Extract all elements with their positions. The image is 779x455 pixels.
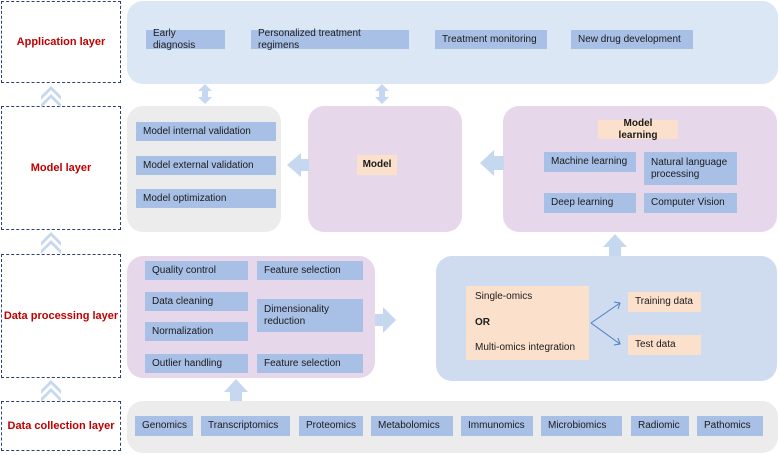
model-layer-text: Model layer [30,162,92,174]
model-layer-label: Model layer [1,106,121,230]
double-arrow-icon-1 [198,84,212,104]
arrow-up-icon-2 [224,379,248,401]
test-data: Test data [628,335,701,355]
application-layer-text: Application layer [16,36,106,48]
processing-layer-label: Data processing layer [1,254,121,378]
arrow-left-icon-2 [480,150,504,176]
feature-selection-bottom: Feature selection [257,354,363,373]
radiomic: Radiomic [631,416,689,436]
processing-layer-text: Data processing layer [3,310,119,322]
transcriptomics: Transcriptomics [201,416,290,436]
app-item-personalized-treatment: Personalized treatment regimens [251,28,409,51]
quality-control: Quality control [145,261,248,280]
application-layer-label: Application layer [1,1,121,83]
genomics: Genomics [135,416,193,436]
collection-layer-label: Data collection layer [1,401,121,451]
omics-box [466,286,589,360]
chevron-up-icon-3 [41,380,61,402]
single-omics: Single-omics [475,291,533,302]
collection-layer-text: Data collection layer [7,420,115,432]
app-item-early-diagnosis: Early diagnosis [146,28,225,51]
proteomics: Proteomics [299,416,363,436]
machine-learning: Machine learning [544,152,636,172]
or-label: OR [475,317,490,328]
immunomics: Immunomics [461,416,533,436]
deep-learning: Deep learning [544,193,636,213]
chevron-up-icon-1 [41,86,61,108]
training-data: Training data [628,292,701,312]
split-lines [590,301,621,346]
model-external-validation: Model external validation [136,156,276,175]
outlier-handling: Outlier handling [145,354,248,373]
model-internal-validation: Model internal validation [136,122,276,141]
data-cleaning: Data cleaning [145,292,248,311]
microbiomics: Microbiomics [541,416,622,436]
double-arrow-icon-2 [375,84,389,104]
app-item-new-drug-development: New drug development [571,30,693,49]
metabolomics: Metabolomics [371,416,453,436]
chevron-up-icon-2 [41,232,61,254]
app-item-treatment-monitoring: Treatment monitoring [435,30,547,49]
arrow-up-icon-1 [603,234,627,256]
pathomics: Pathomics [697,416,763,436]
computer-vision: Computer Vision [644,193,737,213]
natural-language-processing: Natural language processing [644,152,737,185]
arrow-right-icon-1 [375,307,396,333]
arrow-left-icon-1 [287,153,309,177]
feature-selection-top: Feature selection [257,261,363,280]
model-learning-title: Model learning [598,118,678,141]
multi-omics-integration: Multi-omics integration [475,342,576,353]
dimensionality-reduction: Dimensionality reduction [257,299,363,332]
model-optimization: Model optimization [136,189,276,208]
model-label: Model [357,155,397,175]
normalization: Normalization [145,322,248,341]
